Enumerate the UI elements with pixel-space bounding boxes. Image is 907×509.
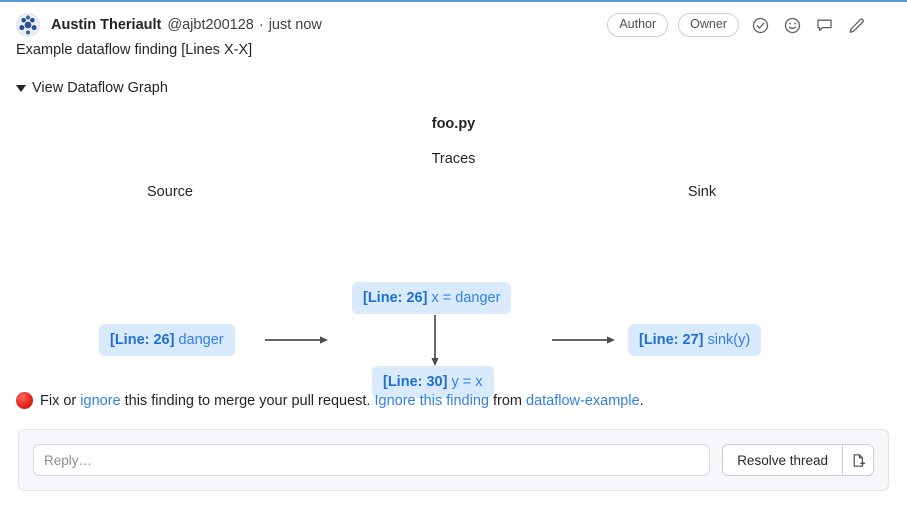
node-line-number: [Line: 30]: [383, 374, 448, 390]
add-file-icon[interactable]: [842, 444, 874, 476]
smiley-reaction-icon[interactable]: [781, 14, 803, 36]
reply-input[interactable]: [33, 444, 711, 476]
check-circle-icon[interactable]: [749, 14, 771, 36]
chevron-down-icon: [16, 84, 26, 92]
status-from-word: from: [488, 392, 527, 409]
kebab-menu-icon[interactable]: [877, 14, 893, 36]
status-middle: this finding to merge your pull request.: [120, 392, 375, 409]
status-period: .: [639, 392, 644, 409]
quote-reply-icon[interactable]: [813, 14, 835, 36]
dataflow-graph: foo.py Traces Source Sink [Line: 26] dan…: [0, 106, 907, 399]
author-handle[interactable]: @ajbt200128: [167, 17, 254, 33]
graph-sink-label: Sink: [687, 184, 717, 200]
graph-arrow-trace1-to-trace2: [429, 315, 441, 367]
graph-traces-title: Traces: [431, 151, 476, 167]
comment-header: Austin Theriault @ajbt200128 · just now …: [16, 10, 893, 40]
graph-arrow-source-to-trace: [265, 334, 329, 346]
node-code: y = x: [451, 374, 483, 390]
separator-dot: ·: [258, 17, 264, 33]
graph-node-source[interactable]: [Line: 26] danger: [99, 324, 235, 357]
ignore-link[interactable]: ignore: [80, 392, 121, 409]
graph-arrow-trace-to-sink: [552, 334, 616, 346]
resolve-thread-button[interactable]: Resolve thread: [722, 444, 842, 476]
badge-author: Author: [607, 13, 669, 37]
node-line-number: [Line: 26]: [110, 332, 175, 348]
graph-file-title: foo.py: [431, 116, 476, 132]
graph-node-sink[interactable]: [Line: 27] sink(y): [628, 324, 762, 357]
edit-pencil-icon[interactable]: [845, 14, 867, 36]
reply-box: Resolve thread: [18, 429, 889, 491]
header-actions: Author Owner: [607, 13, 893, 37]
avatar[interactable]: [16, 13, 40, 37]
node-code: sink(y): [707, 332, 751, 348]
view-dataflow-graph-toggle[interactable]: View Dataflow Graph: [16, 80, 168, 96]
status-prefix: Fix or: [40, 392, 81, 409]
node-line-number: [Line: 26]: [363, 290, 428, 306]
red-circle-icon: [16, 392, 33, 409]
comment-text: Example dataflow finding [Lines X-X]: [16, 42, 253, 58]
badge-owner: Owner: [678, 13, 739, 37]
node-code: x = danger: [431, 290, 501, 306]
node-code: danger: [178, 332, 224, 348]
reply-actions: Resolve thread: [722, 444, 874, 476]
graph-node-trace-2[interactable]: [Line: 30] y = x: [372, 366, 494, 399]
node-line-number: [Line: 27]: [639, 332, 704, 348]
project-link[interactable]: dataflow-example: [526, 392, 640, 409]
graph-source-label: Source: [147, 184, 193, 200]
graph-node-trace-1[interactable]: [Line: 26] x = danger: [352, 282, 512, 315]
finding-status-line: Fix or ignore this finding to merge your…: [16, 392, 644, 409]
disclosure-label: View Dataflow Graph: [32, 80, 168, 96]
author-name[interactable]: Austin Theriault: [51, 17, 162, 33]
ignore-this-finding-link[interactable]: Ignore this finding: [374, 392, 489, 409]
timestamp: just now: [268, 17, 322, 33]
top-accent-rule: [0, 0, 907, 2]
